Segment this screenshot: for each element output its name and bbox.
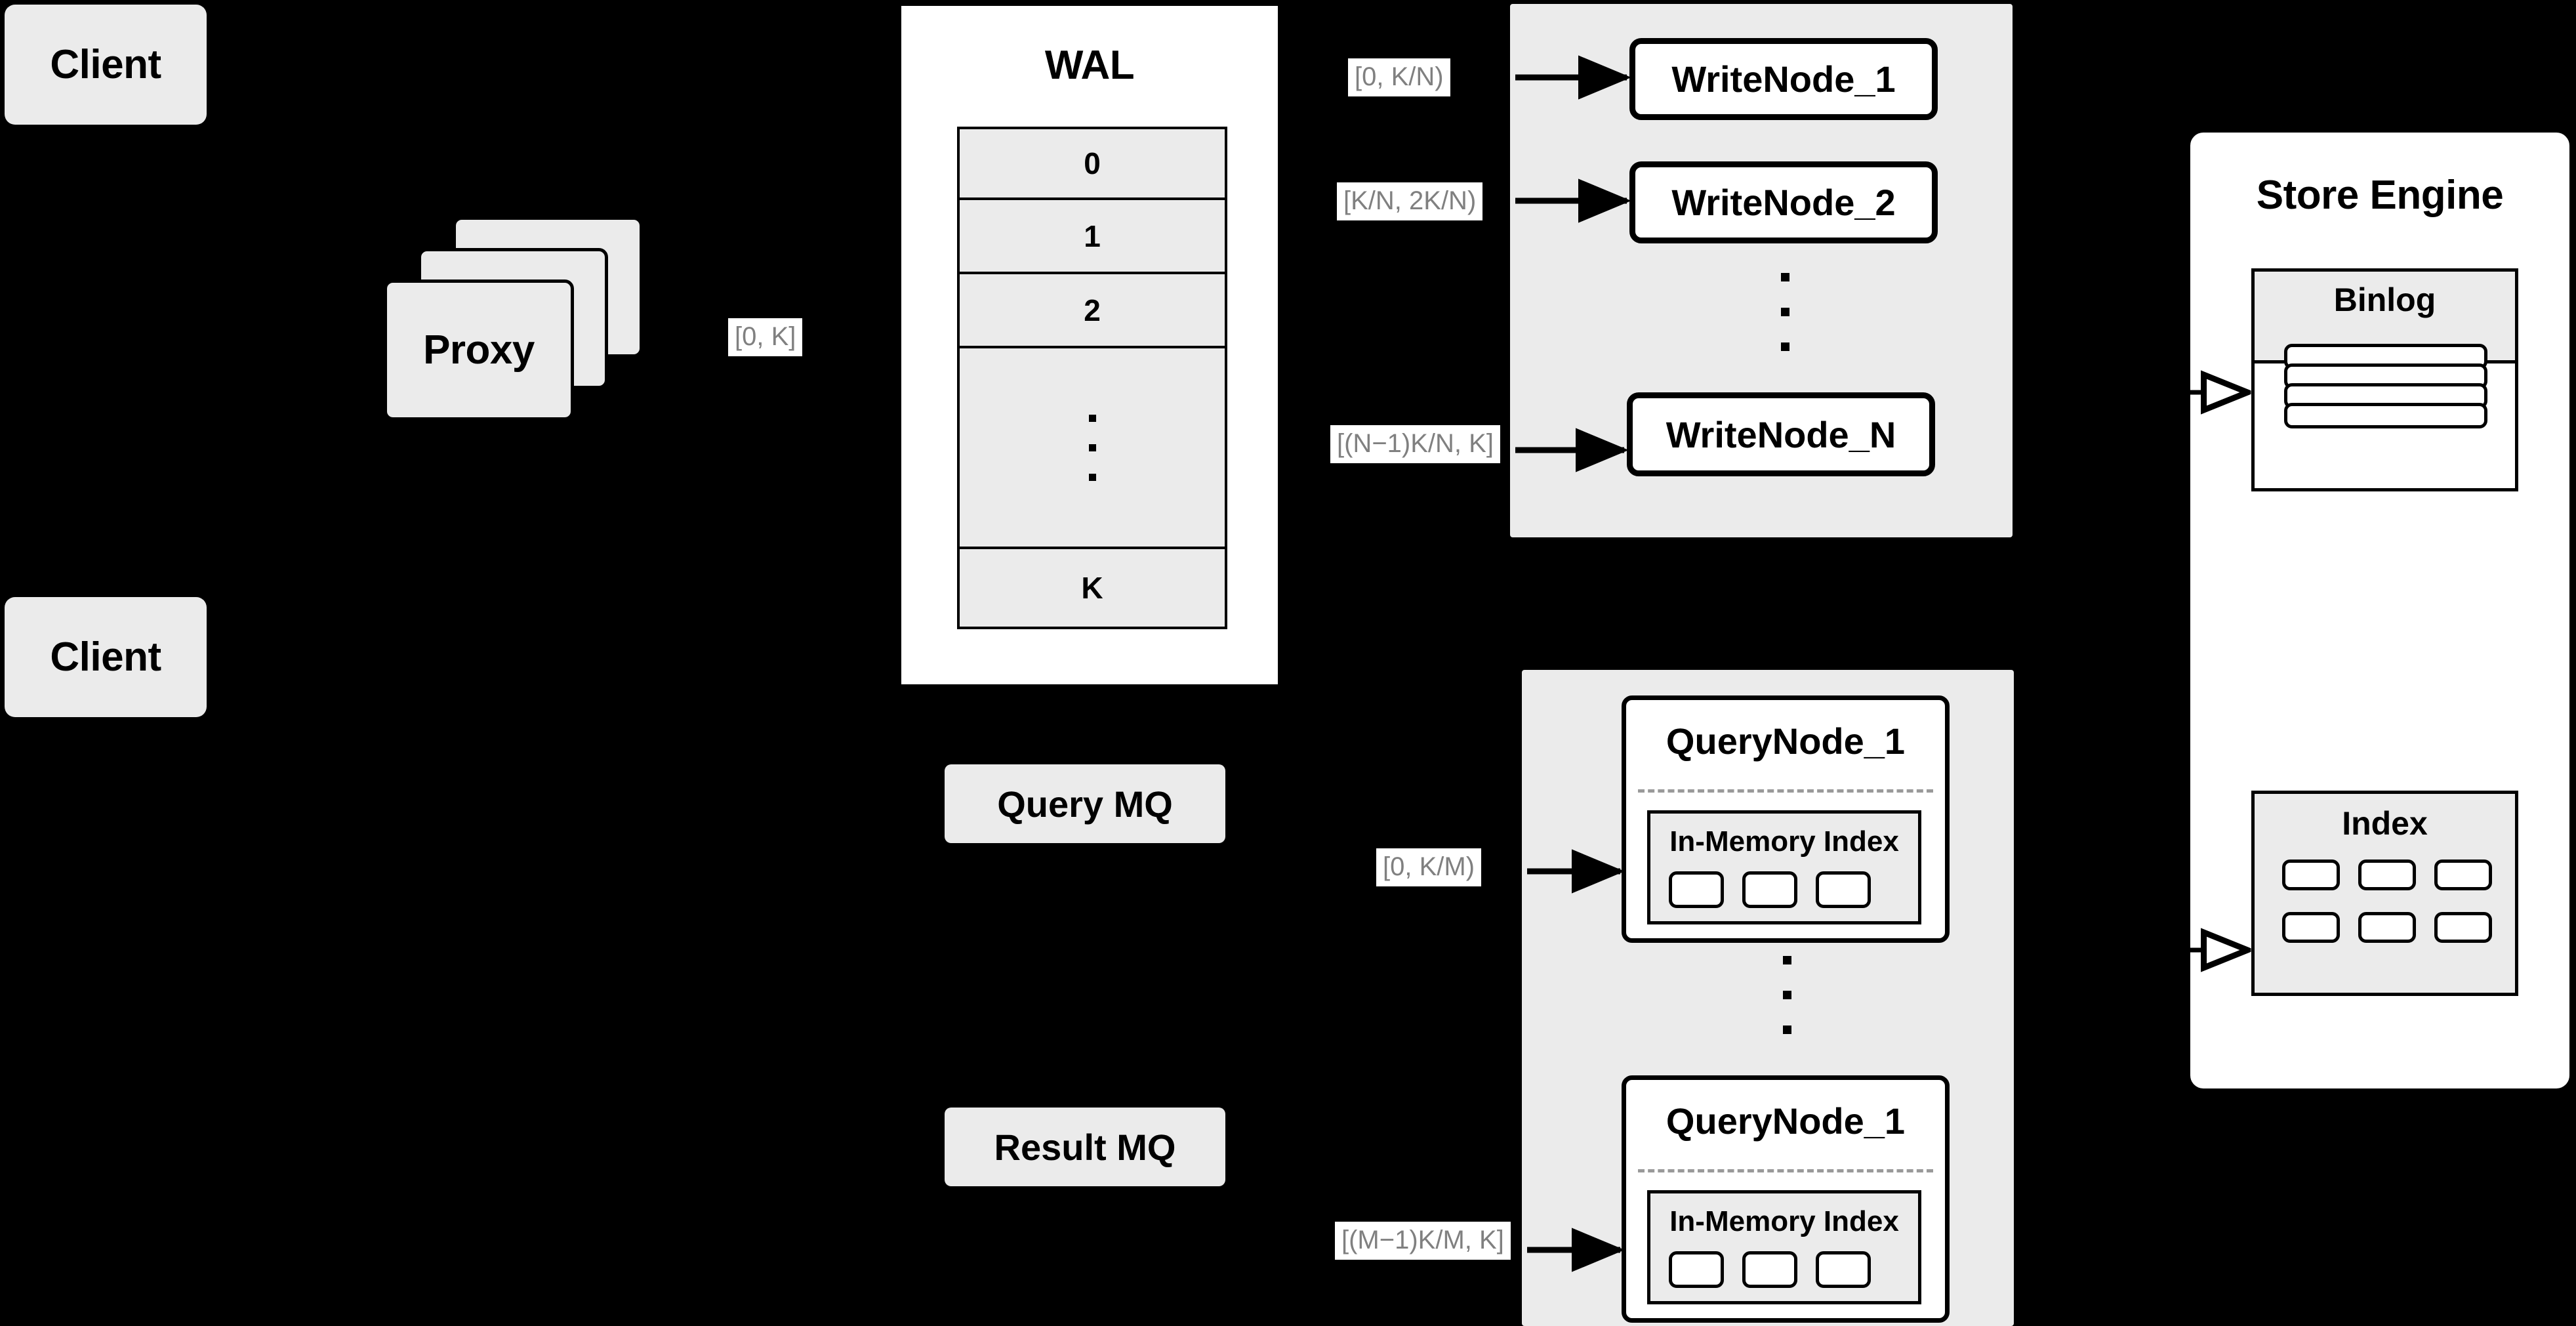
client-label-1: Client — [50, 42, 161, 87]
index-cell[interactable] — [2282, 860, 2340, 890]
index-cell[interactable] — [2358, 912, 2416, 943]
write-node-n[interactable]: WriteNode_N — [1627, 392, 1935, 476]
query-node-2-label: QueryNode_1 — [1666, 1100, 1906, 1142]
ellipsis-dot — [1781, 308, 1789, 316]
in-memory-index-title-1: In-Memory Index — [1669, 825, 1899, 858]
index-slot[interactable] — [1742, 1251, 1797, 1288]
index-slot[interactable] — [1816, 871, 1871, 908]
query-node-1[interactable]: QueryNode_1 In-Memory Index — [1622, 695, 1950, 943]
wal-row-0: 0 — [960, 129, 1225, 200]
index-title: Index — [2342, 805, 2428, 842]
edge-label-mq-to-query-m: [(M−1)K/M, K] — [1335, 1222, 1511, 1260]
in-memory-index-title-2: In-Memory Index — [1669, 1205, 1899, 1237]
binlog-panel-body — [2251, 268, 2518, 491]
store-engine-title: Store Engine — [2256, 173, 2504, 218]
ellipsis-dot — [1783, 1026, 1791, 1034]
index-slot[interactable] — [1816, 1251, 1871, 1288]
index-cell[interactable] — [2282, 912, 2340, 943]
index-cell[interactable] — [2434, 860, 2492, 890]
query-mq-box[interactable]: Query MQ — [945, 764, 1225, 843]
write-node-1[interactable]: WriteNode_1 — [1629, 38, 1938, 120]
client-label-2: Client — [50, 634, 161, 680]
result-mq-label: Result MQ — [994, 1126, 1176, 1168]
binlog-title: Binlog — [2333, 281, 2436, 318]
wal-title: WAL — [1044, 43, 1135, 88]
edge-label-proxy-to-wal: [0, K] — [728, 318, 803, 356]
query-node-2[interactable]: QueryNode_1 In-Memory Index — [1622, 1075, 1950, 1323]
index-cell[interactable] — [2434, 912, 2492, 943]
ellipsis-dot — [1781, 342, 1789, 351]
write-node-n-label: WriteNode_N — [1666, 413, 1896, 455]
write-node-2-label: WriteNode_2 — [1671, 182, 1896, 223]
in-memory-index-panel-2: In-Memory Index — [1647, 1190, 1921, 1304]
write-node-1-label: WriteNode_1 — [1671, 58, 1896, 100]
client-box-1[interactable]: Client — [5, 5, 207, 125]
wal-table: 0 1 2 K — [957, 127, 1227, 629]
ellipsis-dot — [1781, 273, 1789, 281]
index-slot[interactable] — [1669, 1251, 1724, 1288]
store-engine-panel: Store Engine Binlog Index — [2186, 129, 2573, 1092]
query-node-1-label: QueryNode_1 — [1666, 720, 1906, 762]
ellipsis-dot — [1783, 956, 1791, 964]
query-node-ellipsis — [1783, 956, 1791, 1034]
client-box-2[interactable]: Client — [5, 597, 207, 717]
wal-panel: WAL 0 1 2 K — [897, 2, 1282, 688]
binlog-row[interactable] — [2284, 403, 2487, 428]
proxy-label: Proxy — [423, 327, 535, 373]
ellipsis-dot — [1783, 991, 1791, 999]
wal-row-1: 1 — [960, 200, 1225, 274]
write-node-ellipsis — [1781, 273, 1789, 351]
proxy-card-front[interactable]: Proxy — [384, 280, 574, 421]
index-slot[interactable] — [1669, 871, 1724, 908]
result-mq-box[interactable]: Result MQ — [945, 1108, 1225, 1186]
wal-row-2: 2 — [960, 274, 1225, 348]
query-node-1-divider — [1638, 789, 1933, 793]
index-slot[interactable] — [1742, 871, 1797, 908]
query-node-2-divider — [1638, 1169, 1933, 1172]
write-node-cluster: WriteNode_1 WriteNode_2 WriteNode_N — [1510, 4, 2013, 537]
write-node-2[interactable]: WriteNode_2 — [1629, 161, 1938, 243]
edge-label-wal-to-write-1: [0, K/N) — [1348, 58, 1450, 96]
edge-label-mq-to-query-1: [0, K/M) — [1376, 848, 1482, 886]
wal-row-ellipsis — [960, 348, 1225, 549]
ellipsis-dot — [1088, 473, 1096, 481]
index-panel: Index — [2251, 791, 2518, 996]
in-memory-index-panel-1: In-Memory Index — [1647, 810, 1921, 924]
ellipsis-dot — [1088, 414, 1096, 422]
ellipsis-dot — [1088, 444, 1096, 451]
index-cell[interactable] — [2358, 860, 2416, 890]
proxy-stack[interactable]: Proxy — [384, 217, 679, 433]
edge-label-wal-to-write-2: [K/N, 2K/N) — [1337, 182, 1483, 220]
query-node-cluster: QueryNode_1 In-Memory Index QueryNode_1 … — [1522, 670, 2014, 1326]
wal-row-k: K — [960, 549, 1225, 627]
edge-label-wal-to-write-n: [(N−1)K/N, K] — [1330, 425, 1500, 463]
query-mq-label: Query MQ — [997, 783, 1173, 825]
